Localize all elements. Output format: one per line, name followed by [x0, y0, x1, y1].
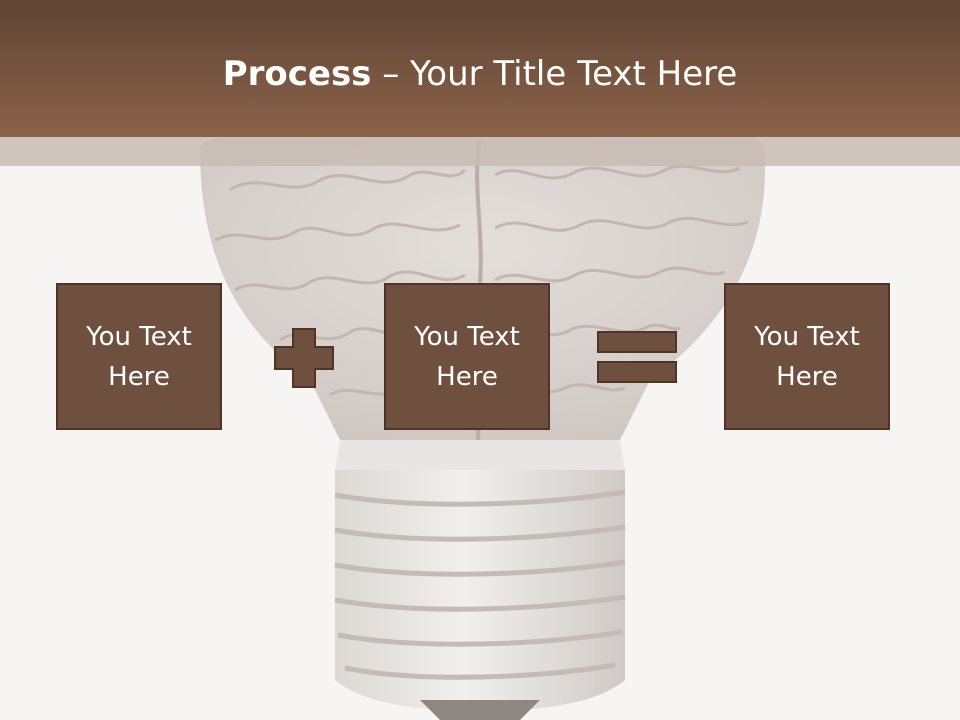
equals-icon: [597, 331, 677, 383]
process-box-1[interactable]: You Text Here: [56, 283, 222, 430]
process-box-2-text: You Text Here: [414, 321, 520, 392]
title-bold-text: Process: [222, 54, 372, 94]
title-bar: [0, 0, 960, 137]
process-box-1-text: You Text Here: [86, 321, 192, 392]
title-accent-band: [0, 137, 960, 166]
slide-title: Process – Your Title Text Here: [0, 52, 960, 96]
process-box-2[interactable]: You Text Here: [384, 283, 550, 430]
plus-icon: [274, 328, 334, 388]
title-rest-text: – Your Title Text Here: [371, 54, 738, 94]
process-box-3[interactable]: You Text Here: [724, 283, 890, 430]
process-box-3-text: You Text Here: [754, 321, 860, 392]
